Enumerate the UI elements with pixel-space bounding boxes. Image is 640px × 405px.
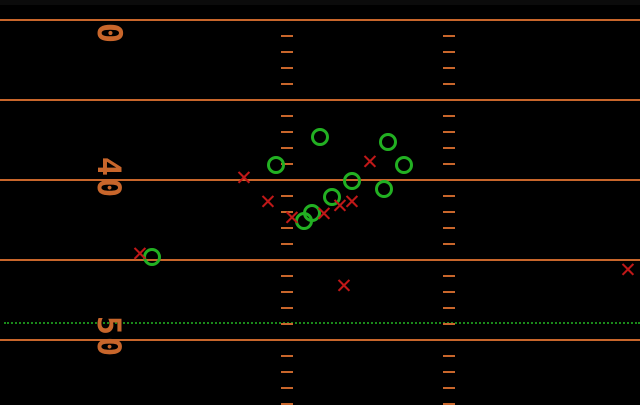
defense-player-marker: ✕ xyxy=(260,186,276,216)
hash-mark xyxy=(281,275,293,277)
hash-mark xyxy=(281,291,293,293)
hash-mark xyxy=(443,211,455,213)
hash-mark xyxy=(443,307,455,309)
hash-mark xyxy=(281,147,293,149)
hash-mark xyxy=(281,243,293,245)
hash-mark xyxy=(443,115,455,117)
yard-line xyxy=(0,179,640,181)
yard-line xyxy=(0,259,640,261)
hash-mark xyxy=(443,387,455,389)
hash-mark xyxy=(281,403,293,405)
top-border xyxy=(0,0,640,5)
yard-line xyxy=(0,19,640,21)
offense-player-marker xyxy=(311,128,329,146)
yard-number-fifty: 50 xyxy=(90,315,128,359)
hash-mark xyxy=(281,163,293,165)
hash-mark xyxy=(443,323,455,325)
yard-number-forty: 40 xyxy=(90,156,128,200)
hash-mark xyxy=(443,51,455,53)
hash-mark xyxy=(443,227,455,229)
line-of-scrimmage xyxy=(4,322,640,324)
hash-mark xyxy=(443,371,455,373)
hash-mark xyxy=(281,371,293,373)
yard-number-top: 0 xyxy=(89,22,129,44)
hash-mark xyxy=(443,195,455,197)
defense-player-marker: ✕ xyxy=(236,162,252,192)
hash-mark xyxy=(443,355,455,357)
hash-mark xyxy=(443,83,455,85)
hash-mark xyxy=(281,387,293,389)
defense-player-marker: ✕ xyxy=(332,190,348,220)
hash-mark xyxy=(281,227,293,229)
defense-player-marker: ✕ xyxy=(316,198,332,228)
hash-mark xyxy=(443,291,455,293)
yard-line xyxy=(0,339,640,341)
offense-player-marker xyxy=(395,156,413,174)
defense-player-marker: ✕ xyxy=(344,186,360,216)
hash-mark xyxy=(443,275,455,277)
offense-player-marker xyxy=(295,212,313,230)
offense-player-marker xyxy=(375,180,393,198)
hash-mark xyxy=(443,131,455,133)
offense-player-marker xyxy=(379,133,397,151)
hash-mark xyxy=(281,83,293,85)
defense-player-marker: ✕ xyxy=(284,202,300,232)
hash-mark xyxy=(281,211,293,213)
hash-mark xyxy=(443,163,455,165)
defense-player-marker: ✕ xyxy=(336,270,352,300)
offense-player-marker xyxy=(143,248,161,266)
hash-mark xyxy=(443,67,455,69)
offense-player-marker xyxy=(343,172,361,190)
hash-mark xyxy=(443,403,455,405)
hash-mark xyxy=(281,51,293,53)
hash-mark xyxy=(281,355,293,357)
hash-mark xyxy=(443,35,455,37)
defense-player-marker: ✕ xyxy=(132,238,148,268)
defense-player-marker: ✕ xyxy=(362,146,378,176)
hash-mark xyxy=(281,323,293,325)
hash-mark xyxy=(281,35,293,37)
hash-mark xyxy=(281,307,293,309)
hash-mark xyxy=(281,131,293,133)
defense-player-marker: ✕ xyxy=(620,254,636,284)
hash-mark xyxy=(443,243,455,245)
offense-player-marker xyxy=(267,156,285,174)
hash-mark xyxy=(281,195,293,197)
hash-mark xyxy=(281,67,293,69)
hash-mark xyxy=(443,147,455,149)
offense-player-marker xyxy=(323,188,341,206)
hash-mark xyxy=(281,115,293,117)
yard-line xyxy=(0,99,640,101)
